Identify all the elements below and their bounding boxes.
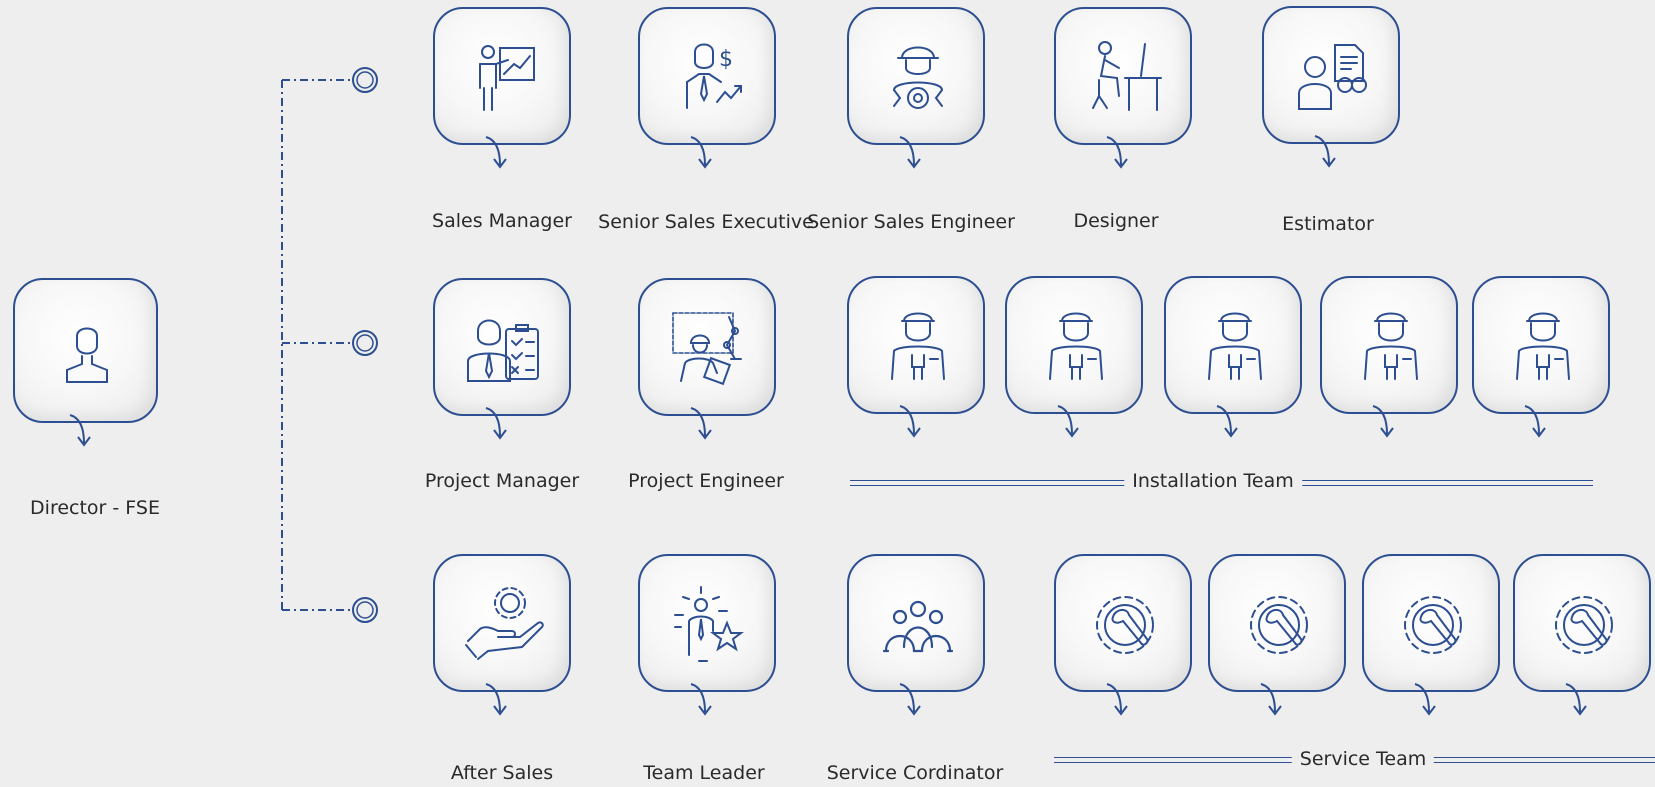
- service-team-member: [1054, 554, 1192, 692]
- senior-sales-executive-arrow: [690, 136, 712, 169]
- tile-senior-sales-executive: $: [638, 7, 776, 145]
- tile-project-engineer: [638, 278, 776, 416]
- label-team-leader: Team Leader: [643, 762, 765, 784]
- label-estimator: Estimator: [1282, 213, 1374, 235]
- svg-text:$: $: [719, 47, 733, 72]
- label-senior-sales-executive: Senior Sales Executive: [598, 211, 814, 233]
- service-member-arrow: [1565, 683, 1587, 716]
- designer-desk-icon: [1092, 41, 1162, 111]
- director-tile: [13, 278, 158, 423]
- installation-member-arrow: [1216, 405, 1238, 438]
- gear-wrench-icon: [1096, 596, 1154, 654]
- installation-team-member: [1005, 276, 1143, 414]
- service-member-arrow: [1260, 683, 1282, 716]
- hand-gear-icon: [465, 587, 544, 660]
- service-team-rule-right: [1430, 757, 1655, 763]
- engineer-blueprint-icon: [672, 312, 742, 386]
- service-team-member: [1513, 554, 1651, 692]
- service-team-rule-left: [1054, 757, 1294, 763]
- presentation-icon: [479, 45, 535, 111]
- gear-wrench-icon: [1250, 596, 1308, 654]
- installation-team-member: [1164, 276, 1302, 414]
- technician-wrench-icon: [1516, 312, 1570, 380]
- technician-wrench-icon: [1208, 312, 1262, 380]
- director-label: Director - FSE: [30, 497, 160, 519]
- label-service-cordinator: Service Cordinator: [826, 762, 1004, 784]
- person-icon: [66, 327, 108, 383]
- gear-wrench-icon: [1555, 596, 1613, 654]
- installation-team-member: [847, 276, 985, 414]
- service-team-member: [1362, 554, 1500, 692]
- estimator-document-icon: [1298, 44, 1367, 110]
- engineer-gear-icon: [893, 46, 943, 109]
- director-arrow: [69, 414, 91, 447]
- label-project-engineer: Project Engineer: [628, 470, 784, 492]
- leader-star-icon: [674, 586, 744, 662]
- technician-wrench-icon: [1364, 312, 1418, 380]
- technician-wrench-icon: [891, 312, 945, 380]
- network-people-icon: [882, 600, 954, 653]
- senior-sales-engineer-arrow: [899, 136, 921, 169]
- label-designer: Designer: [1073, 210, 1159, 232]
- tile-designer: [1054, 7, 1192, 145]
- sales-executive-icon: $: [686, 43, 742, 109]
- tile-after-sales: [433, 554, 571, 692]
- technician-wrench-icon: [1049, 312, 1103, 380]
- installation-team-rule-right: [1298, 480, 1593, 486]
- label-after-sales: After Sales: [450, 762, 554, 784]
- installation-team-member: [1320, 276, 1458, 414]
- tile-sales-manager: [433, 7, 571, 145]
- node-ring-row2: [352, 330, 378, 356]
- service-member-arrow: [1106, 683, 1128, 716]
- node-ring-row1: [352, 67, 378, 93]
- label-project-manager: Project Manager: [424, 470, 580, 492]
- installation-team-label: Installation Team: [1124, 470, 1302, 492]
- manager-checklist-icon: [467, 319, 539, 382]
- label-sales-manager: Sales Manager: [432, 210, 572, 232]
- designer-arrow: [1106, 136, 1128, 169]
- service-cordinator-arrow: [899, 683, 921, 716]
- tile-senior-sales-engineer: [847, 7, 985, 145]
- service-team-label: Service Team: [1291, 748, 1435, 770]
- installation-member-arrow: [1524, 405, 1546, 438]
- installation-team-member: [1472, 276, 1610, 414]
- service-team-member: [1208, 554, 1346, 692]
- tile-team-leader: [638, 554, 776, 692]
- project-engineer-arrow: [690, 407, 712, 440]
- estimator-arrow: [1314, 135, 1336, 168]
- tile-estimator: [1262, 6, 1400, 144]
- gear-wrench-icon: [1404, 596, 1462, 654]
- installation-team-rule-left: [850, 480, 1128, 486]
- tile-service-cordinator: [847, 554, 985, 692]
- service-member-arrow: [1414, 683, 1436, 716]
- installation-member-arrow: [1372, 405, 1394, 438]
- project-manager-arrow: [485, 407, 507, 440]
- label-senior-sales-engineer: Senior Sales Engineer: [807, 211, 1015, 233]
- tile-project-manager: [433, 278, 571, 416]
- sales-manager-arrow: [485, 136, 507, 169]
- node-ring-row3: [352, 597, 378, 623]
- after-sales-arrow: [485, 683, 507, 716]
- team-leader-arrow: [690, 683, 712, 716]
- installation-member-arrow: [1057, 405, 1079, 438]
- installation-member-arrow: [899, 405, 921, 438]
